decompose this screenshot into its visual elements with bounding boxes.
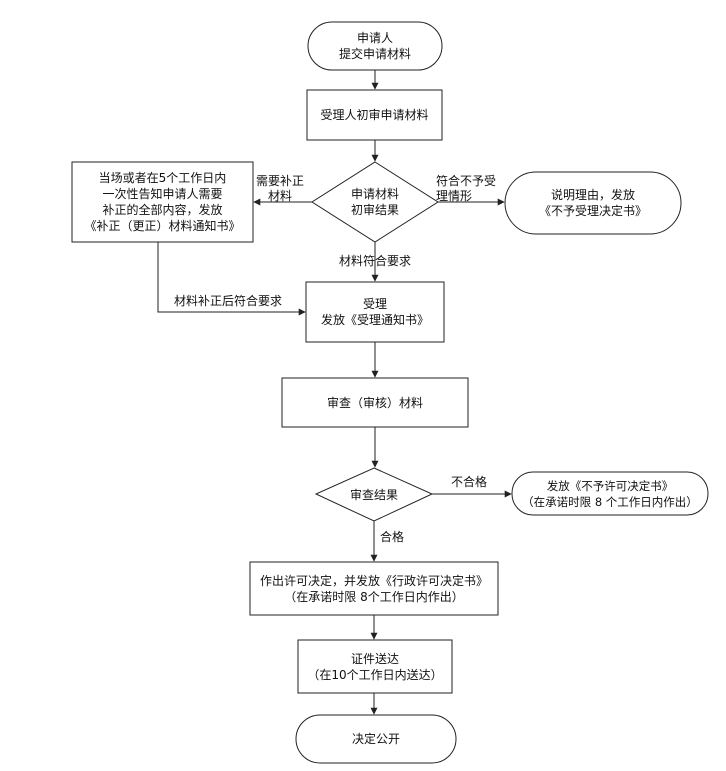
supplement-notice-box-shape bbox=[71, 161, 254, 243]
supplement-notice-box: 当场或者在5个工作日内 一次性告知申请人需要 补正的全部内容，发放 《补正（更正… bbox=[72, 162, 253, 242]
explain-line-1: 说明理由，发放 bbox=[550, 188, 635, 202]
deny-terminal-shape bbox=[511, 471, 709, 516]
supplement-line-1: 当场或者在5个工作日内 bbox=[98, 171, 227, 185]
review-materials-box: 审查（审核）材料 bbox=[282, 378, 468, 427]
publish-terminal: 决定公开 bbox=[296, 715, 456, 763]
supplement-line-3: 补正的全部内容，发放 bbox=[102, 203, 223, 217]
result1-line-2: 初审结果 bbox=[350, 203, 399, 217]
publish-label: 决定公开 bbox=[351, 732, 400, 746]
review-materials-label: 审查（审核）材料 bbox=[326, 395, 423, 410]
deny-line-2: （在承诺时限 8 个工作日内作出） bbox=[522, 494, 698, 509]
edge-label-meets-requirements: 材料符合要求 bbox=[339, 254, 412, 268]
edge-label-after-supplement: 材料补正后符合要求 bbox=[174, 294, 283, 308]
need-supplement-line-2: 材料 bbox=[267, 189, 292, 203]
connector-supplement-to-accept bbox=[157, 242, 306, 316]
edge-label-not-accept: 符合不予受 理情形 bbox=[436, 174, 496, 204]
publish-terminal-shape bbox=[295, 714, 457, 764]
deliver-box: 证件送达 （在10个工作日内送达） bbox=[298, 640, 452, 693]
not-accept-line-2: 理情形 bbox=[436, 189, 473, 203]
accept-line-2: 发放《受理通知书》 bbox=[320, 313, 429, 327]
accept-line-1: 受理 bbox=[362, 297, 387, 311]
need-supplement-line-1: 需要补正 bbox=[255, 174, 304, 188]
deliver-line-2: （在10个工作日内送达） bbox=[307, 667, 443, 682]
deliver-box-shape bbox=[297, 639, 453, 694]
edge-label-need-supplement: 需要补正 材料 bbox=[252, 174, 308, 204]
edge-label-qualified: 合格 bbox=[380, 530, 405, 544]
permit-line-1: 作出许可决定，并发放《行政许可决定书》 bbox=[259, 573, 488, 588]
supplement-line-2: 一次性告知申请人需要 bbox=[102, 187, 223, 201]
explain-terminal-shape bbox=[504, 171, 682, 235]
start-line-2: 提交申请材料 bbox=[338, 47, 411, 61]
accept-box: 受理 发放《受理通知书》 bbox=[306, 282, 444, 342]
review-result-1-diamond: 申请材料 初审结果 bbox=[312, 162, 438, 242]
deny-terminal: 发放《不予许可决定书》 （在承诺时限 8 个工作日内作出） bbox=[512, 472, 708, 515]
initial-review-label: 受理人初审申请材料 bbox=[320, 108, 429, 122]
initial-review-box: 受理人初审申请材料 bbox=[307, 90, 442, 140]
review-result-2-diamond: 审查结果 bbox=[316, 468, 432, 521]
explain-terminal: 说明理由，发放 《不予受理决定书》 bbox=[505, 172, 681, 234]
explain-line-2: 《不予受理决定书》 bbox=[538, 204, 647, 218]
deny-line-1: 发放《不予许可决定书》 bbox=[546, 478, 674, 493]
initial-review-box-shape bbox=[306, 89, 443, 141]
not-accept-line-1: 符合不予受 bbox=[436, 174, 497, 188]
start-terminal: 申请人 提交申请材料 bbox=[308, 22, 442, 70]
edge-label-unqualified: 不合格 bbox=[451, 475, 488, 489]
permit-line-2: （在承诺时限 8个工作日内作出） bbox=[284, 589, 464, 604]
accept-box-shape bbox=[305, 281, 445, 343]
result2-label: 审查结果 bbox=[349, 487, 398, 502]
supplement-line-4: 《补正（更正）材料通知书》 bbox=[84, 219, 241, 233]
permit-box: 作出许可决定，并发放《行政许可决定书》 （在承诺时限 8个工作日内作出） bbox=[250, 562, 498, 615]
deliver-line-1: 证件送达 bbox=[350, 651, 399, 666]
permit-box-shape bbox=[249, 561, 499, 616]
start-line-1: 申请人 bbox=[356, 31, 393, 45]
result1-line-1: 申请材料 bbox=[350, 187, 399, 201]
review-materials-box-shape bbox=[281, 377, 469, 428]
